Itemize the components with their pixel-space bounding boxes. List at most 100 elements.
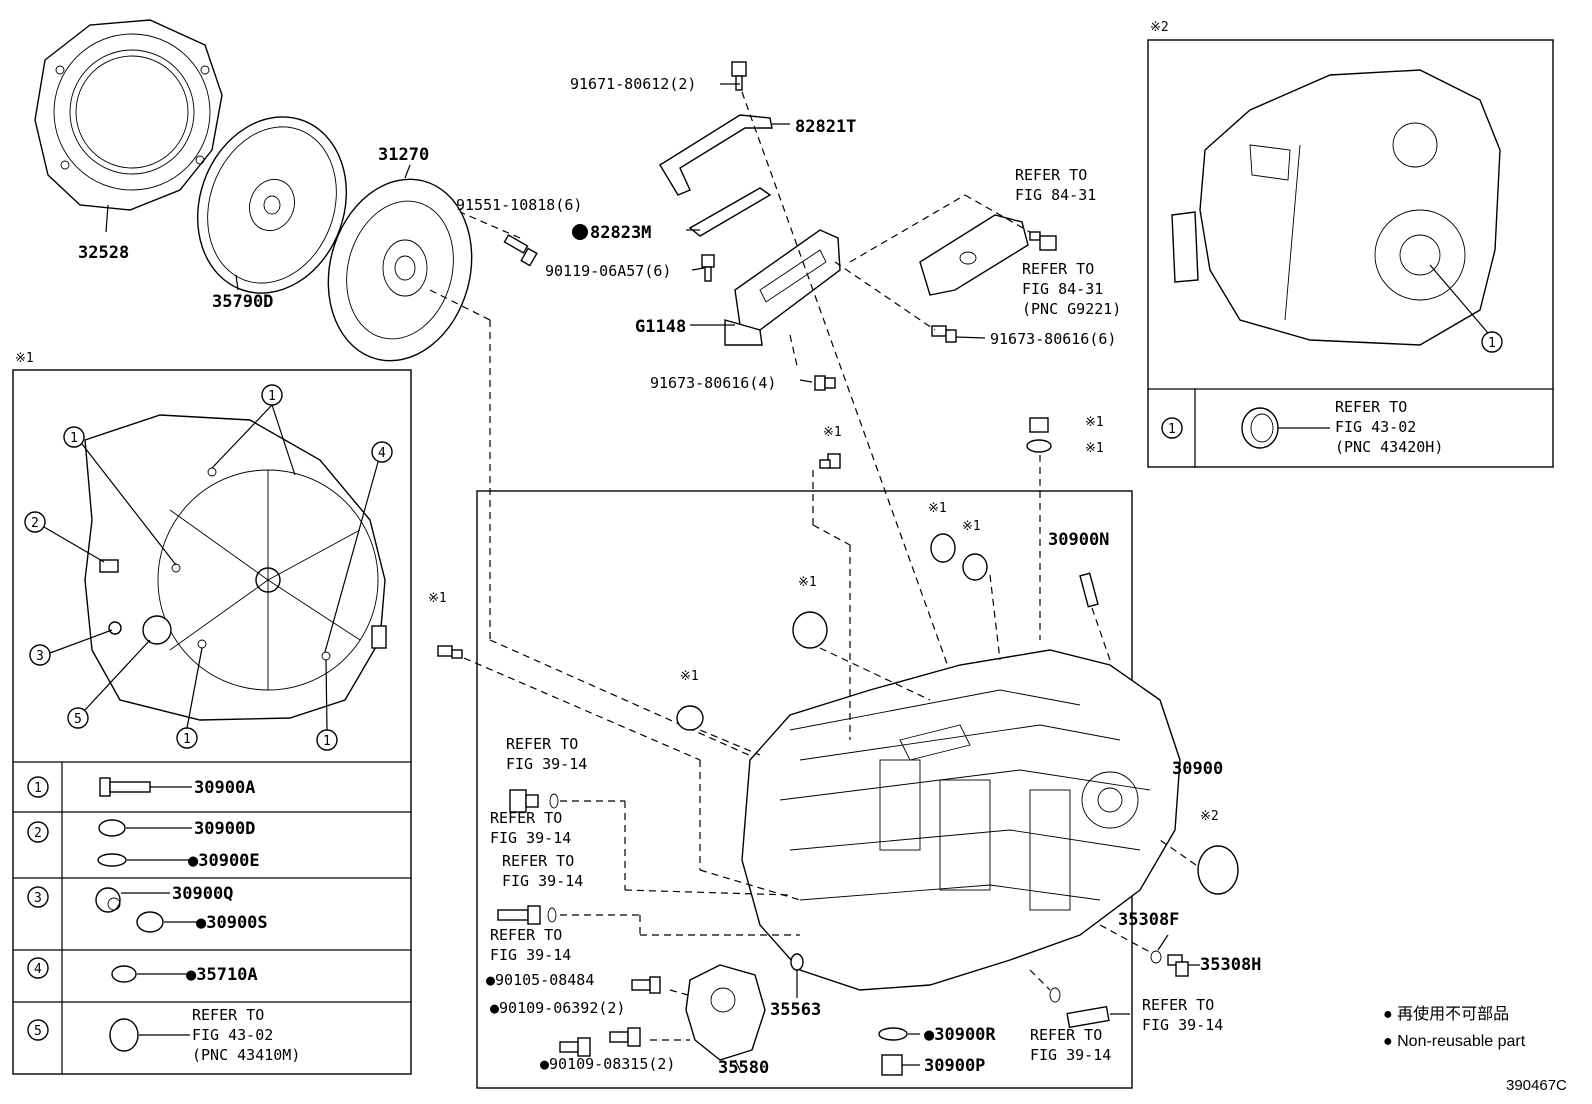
svg-text:1: 1 bbox=[1168, 422, 1176, 437]
svg-text:30900A: 30900A bbox=[194, 778, 255, 798]
ref-39-14-b-line2: FIG 39-14 bbox=[490, 829, 571, 847]
svg-text:1: 1 bbox=[70, 431, 78, 446]
svg-text:2: 2 bbox=[34, 826, 42, 841]
label-30900r: ●30900R bbox=[924, 1025, 996, 1045]
ref-84-31-b-line2: FIG 84-31 bbox=[1022, 280, 1103, 298]
main-small-parts bbox=[437, 417, 1239, 1076]
cover-plate-32528 bbox=[34, 19, 223, 233]
svg-text:4: 4 bbox=[34, 962, 42, 977]
flywheel-35790d bbox=[196, 116, 348, 294]
inset1-callouts: 1 1 2 3 4 5 1 1 bbox=[24, 384, 393, 751]
mark-1-a: ※1 bbox=[823, 425, 842, 440]
non-reusable-dot bbox=[572, 224, 588, 240]
label-30900n: 30900N bbox=[1048, 530, 1109, 550]
label-82823m: 82823M bbox=[590, 223, 651, 243]
svg-text:FIG 43-02: FIG 43-02 bbox=[1335, 418, 1416, 436]
mark-1-b: ※1 bbox=[1085, 415, 1104, 430]
ref-39-14-f-line1: REFER TO bbox=[1030, 1026, 1102, 1044]
label-g1148: G1148 bbox=[635, 317, 686, 337]
svg-text:1: 1 bbox=[183, 732, 191, 747]
label-90109-08315: ●90109-08315(2) bbox=[540, 1055, 675, 1073]
mark-1-g: ※1 bbox=[680, 669, 699, 684]
bolt-91673-4 bbox=[814, 375, 836, 391]
label-31270: 31270 bbox=[378, 145, 429, 165]
mark-2: ※2 bbox=[1200, 809, 1219, 824]
ref-39-14-f-line2: FIG 39-14 bbox=[1030, 1046, 1111, 1064]
ref-39-14-d-line2: FIG 39-14 bbox=[490, 946, 571, 964]
svg-text:3: 3 bbox=[34, 891, 42, 906]
svg-text:30900Q: 30900Q bbox=[172, 884, 233, 904]
mark-1-h: ※1 bbox=[428, 591, 447, 606]
ref-39-14-c-line2: FIG 39-14 bbox=[502, 872, 583, 890]
inset1-marker: ※1 bbox=[15, 351, 34, 366]
label-35563: 35563 bbox=[770, 1000, 821, 1020]
ref-84-31-a-line2: FIG 84-31 bbox=[1015, 186, 1096, 204]
clutch-31270 bbox=[327, 164, 473, 362]
inset2-marker: ※2 bbox=[1150, 20, 1169, 35]
inset1-table: 1 30900A 2 30900D ●30900E 3 30900Q ●3090… bbox=[27, 776, 300, 1064]
legend-japanese: ● 再使用不可部品 bbox=[1383, 1005, 1509, 1023]
bolt-84-31 bbox=[1029, 231, 1057, 251]
label-35790d: 35790D bbox=[212, 292, 273, 312]
label-91673-4: 91673-80616(4) bbox=[650, 374, 776, 392]
svg-text:(PNC 43420H): (PNC 43420H) bbox=[1335, 438, 1443, 456]
mark-1-c: ※1 bbox=[1085, 441, 1104, 456]
ref-39-14-a-line1: REFER TO bbox=[506, 735, 578, 753]
svg-text:REFER TO: REFER TO bbox=[1335, 398, 1407, 416]
mark-1-f: ※1 bbox=[798, 575, 817, 590]
label-35308f: 35308F bbox=[1118, 910, 1179, 930]
bolt-91551 bbox=[503, 234, 538, 267]
label-90105: ●90105-08484 bbox=[486, 971, 594, 989]
ref-39-14-e-line2: FIG 39-14 bbox=[1142, 1016, 1223, 1034]
label-35308h: 35308H bbox=[1200, 955, 1261, 975]
svg-text:1: 1 bbox=[323, 734, 331, 749]
bolt-90119 bbox=[701, 254, 715, 282]
ref-84-31-b-line1: REFER TO bbox=[1022, 260, 1094, 278]
svg-text:5: 5 bbox=[34, 1024, 42, 1039]
label-91551: 91551-10818(6) bbox=[456, 196, 582, 214]
inset2-callout: 1 bbox=[1488, 336, 1496, 351]
label-35580: 35580 bbox=[718, 1058, 769, 1078]
svg-text:30900D: 30900D bbox=[194, 819, 255, 839]
ref-84-31-b-line3: (PNC G9221) bbox=[1022, 300, 1121, 318]
legend-english: ● Non-reusable part bbox=[1383, 1033, 1526, 1050]
svg-text:3: 3 bbox=[36, 649, 44, 664]
svg-text:●35710A: ●35710A bbox=[186, 965, 258, 985]
label-90109-06392: ●90109-06392(2) bbox=[490, 999, 625, 1017]
ref-39-14-b-line1: REFER TO bbox=[490, 809, 562, 827]
label-82821t: 82821T bbox=[795, 117, 856, 137]
label-30900: 30900 bbox=[1172, 759, 1223, 779]
label-90119: 90119-06A57(6) bbox=[545, 262, 671, 280]
mark-1-d: ※1 bbox=[928, 501, 947, 516]
label-91673-6: 91673-80616(6) bbox=[990, 330, 1116, 348]
svg-text:●30900E: ●30900E bbox=[188, 851, 260, 871]
inset1-housing-drawing bbox=[84, 414, 387, 721]
label-30900p: 30900P bbox=[924, 1056, 985, 1076]
svg-text:5: 5 bbox=[74, 712, 82, 727]
svg-text:1: 1 bbox=[268, 389, 276, 404]
bolt-91673-6 bbox=[931, 325, 957, 343]
cover-g9221 bbox=[919, 214, 1029, 296]
label-91671: 91671-80612(2) bbox=[570, 75, 696, 93]
svg-text:REFER TO: REFER TO bbox=[192, 1006, 264, 1024]
svg-text:FIG 43-02: FIG 43-02 bbox=[192, 1026, 273, 1044]
svg-text:2: 2 bbox=[31, 516, 39, 531]
label-32528: 32528 bbox=[78, 243, 129, 263]
svg-text:(PNC 43410M): (PNC 43410M) bbox=[192, 1046, 300, 1064]
ref-39-14-d-line1: REFER TO bbox=[490, 926, 562, 944]
transaxle-housing bbox=[741, 649, 1181, 991]
inset2-housing-drawing bbox=[1171, 69, 1501, 346]
svg-text:4: 4 bbox=[378, 446, 386, 461]
svg-text:1: 1 bbox=[34, 781, 42, 796]
mark-1-e: ※1 bbox=[962, 519, 981, 534]
inset2-table: 1 REFER TO FIG 43-02 (PNC 43420H) bbox=[1161, 398, 1443, 456]
strip-82823m bbox=[688, 187, 772, 237]
figure-code: 390467C bbox=[1506, 1077, 1567, 1094]
svg-text:●30900S: ●30900S bbox=[196, 913, 268, 933]
ref-84-31-a-line1: REFER TO bbox=[1015, 166, 1087, 184]
bolt-91671 bbox=[731, 61, 747, 91]
controller-g1148 bbox=[724, 229, 841, 346]
ref-39-14-e-line1: REFER TO bbox=[1142, 996, 1214, 1014]
ref-39-14-c-line1: REFER TO bbox=[502, 852, 574, 870]
